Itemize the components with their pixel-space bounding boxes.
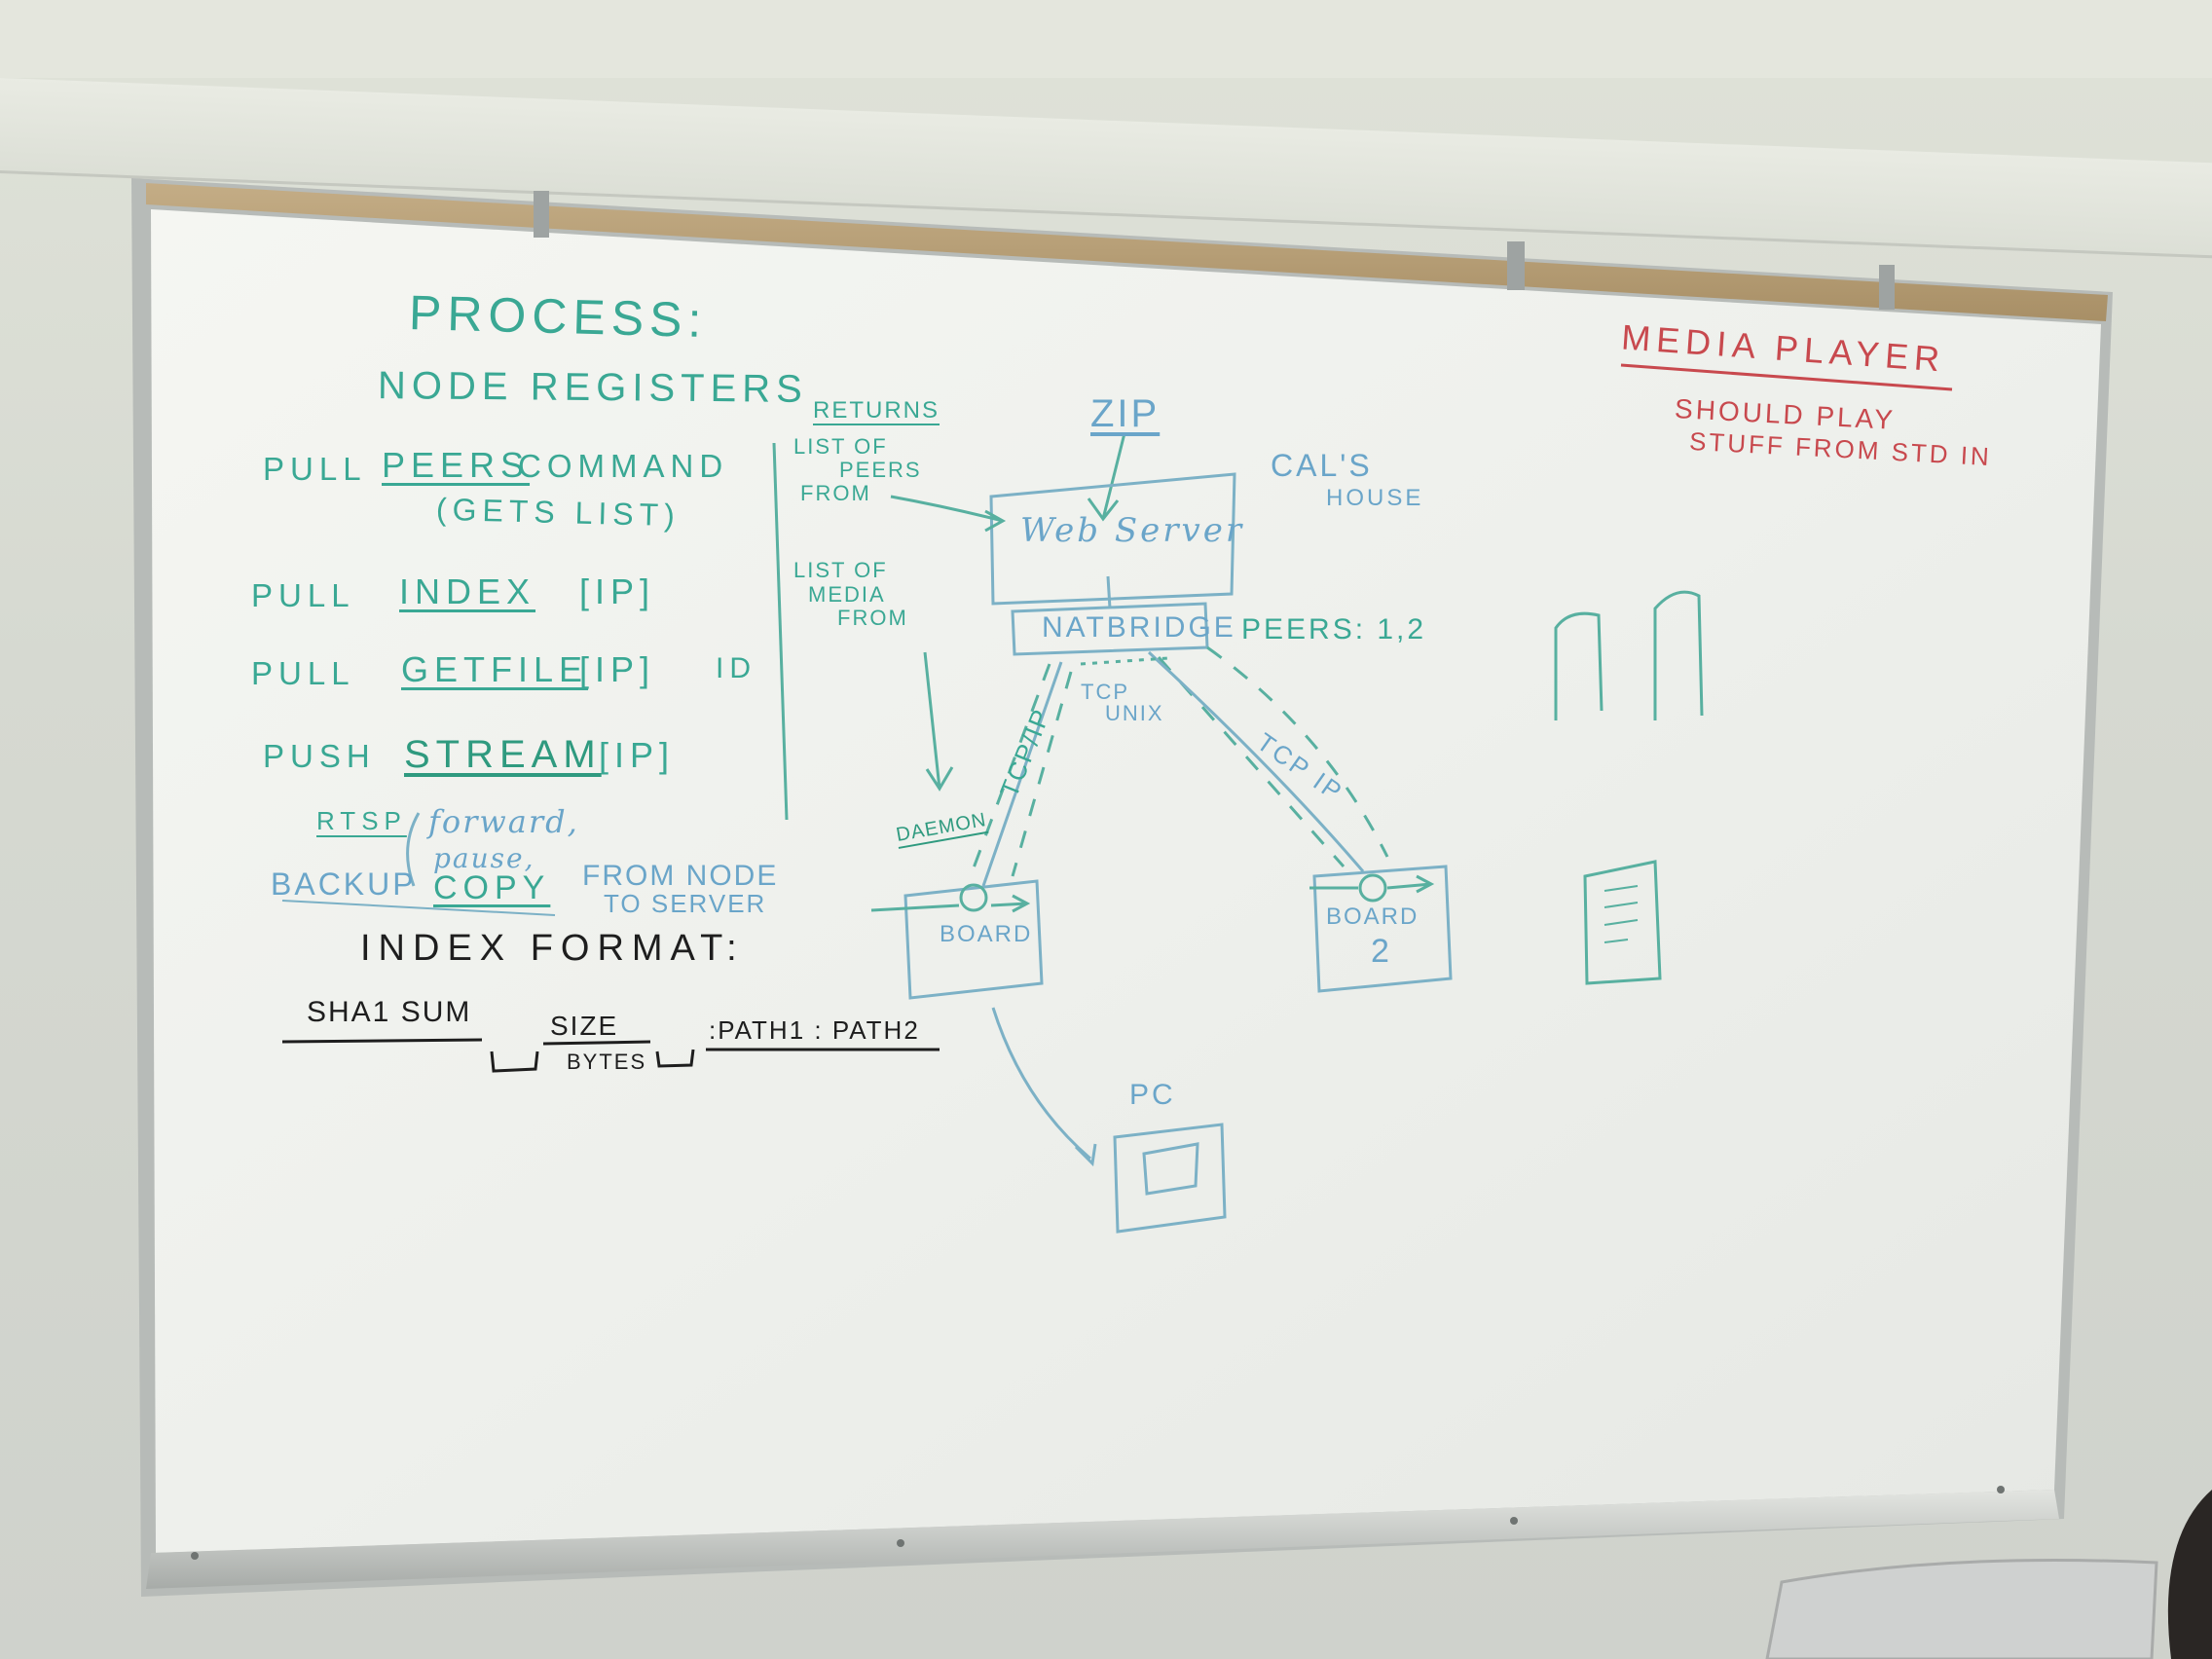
rail-clip xyxy=(1507,241,1525,290)
list-peers-3: FROM xyxy=(800,481,871,505)
list-media-3: FROM xyxy=(837,606,908,630)
forward-label: forward, xyxy=(428,803,579,840)
push-stream-arg: [IP] xyxy=(599,735,676,775)
list-peers-1: LIST OF xyxy=(793,434,888,459)
tray-screw xyxy=(897,1539,904,1547)
board1-box xyxy=(903,879,1044,1000)
space-marker xyxy=(655,1049,695,1068)
door-icon xyxy=(1554,611,1604,720)
chair xyxy=(1765,1559,2158,1659)
pull-index-cmd: INDEX xyxy=(399,571,536,611)
rail-clip xyxy=(1879,265,1895,310)
size-fraction-bar xyxy=(542,1040,651,1046)
natbridge-label: NATBRIDGE xyxy=(1042,611,1236,644)
tray-screw xyxy=(1997,1486,2005,1493)
board2-arrow xyxy=(1309,874,1435,894)
document-icon xyxy=(1583,860,1662,985)
pull-index-arg: [IP] xyxy=(579,571,656,611)
pc-box xyxy=(1113,1123,1227,1234)
media-arrow xyxy=(923,651,954,792)
map-rail xyxy=(146,183,2108,321)
list-peers-2: PEERS xyxy=(839,458,922,482)
peers-arrow xyxy=(890,495,1007,533)
diagram-lines xyxy=(281,432,1704,1234)
rail-clip xyxy=(534,191,549,238)
backup-underline xyxy=(281,900,556,916)
list-media-1: LIST OF xyxy=(793,558,888,582)
document-lines xyxy=(1604,885,1639,943)
pull-getfile-id: ID xyxy=(716,652,756,684)
tray-screw xyxy=(1510,1517,1518,1525)
marker-tray xyxy=(146,1490,2059,1589)
server-link xyxy=(1106,575,1112,609)
list-media-2: MEDIA xyxy=(808,582,886,607)
from-node-label: FROM NODE xyxy=(582,860,779,892)
path-label: :PATH1 : PATH2 xyxy=(709,1015,920,1045)
unix-link xyxy=(1080,656,1169,666)
tcpip-line-left xyxy=(981,661,1063,887)
tcp-unix-2: UNIX xyxy=(1105,701,1164,725)
pull-getfile-verb: PULL xyxy=(251,655,355,691)
pull-peers-tail: COMMAND xyxy=(518,448,729,484)
index-format-lines xyxy=(281,1038,940,1073)
tcpip-dash-left2 xyxy=(1011,671,1073,877)
cals-label-1: CAL'S xyxy=(1271,448,1373,483)
pull-getfile-cmd: GETFILE xyxy=(401,649,589,689)
upper-wall xyxy=(0,0,2212,78)
rtsp-label: RTSP xyxy=(316,806,407,835)
web-server-box xyxy=(989,472,1236,606)
space-marker xyxy=(490,1051,539,1073)
bytes-label: BYTES xyxy=(567,1050,647,1074)
to-server-label: TO SERVER xyxy=(604,889,767,918)
board2-port xyxy=(1358,873,1387,903)
door-icon xyxy=(1653,590,1704,720)
pull-peers-verb: PULL xyxy=(263,451,367,487)
zip-label: ZIP xyxy=(1090,392,1161,435)
pc-label: PC xyxy=(1129,1079,1176,1111)
divider-line xyxy=(772,442,789,821)
board2-box xyxy=(1312,865,1453,993)
tcpip-dash-right2 xyxy=(1206,645,1389,858)
tcp-unix-1: TCP xyxy=(1081,680,1129,704)
process-heading: PROCESS: xyxy=(408,284,709,349)
board2-label-1: BOARD xyxy=(1326,903,1419,930)
cals-label-2: HOUSE xyxy=(1326,485,1424,511)
tcpip-dash-left xyxy=(967,663,1051,882)
dark-object xyxy=(2167,1490,2212,1659)
media-underline xyxy=(1620,363,1953,391)
board1-arrow xyxy=(870,894,1031,913)
pull-index-verb: PULL xyxy=(251,577,355,613)
tray-screw xyxy=(191,1552,199,1560)
pc-screen xyxy=(1142,1142,1199,1196)
copy-label: COPY xyxy=(433,869,551,906)
index-format-heading: INDEX FORMAT: xyxy=(360,928,745,969)
pc-link xyxy=(991,1007,1097,1167)
board2-label-2: 2 xyxy=(1371,933,1391,970)
size-label: SIZE xyxy=(550,1011,619,1041)
pause-label: pause, xyxy=(433,842,535,874)
web-server-label: Web Server xyxy=(1020,511,1245,550)
backup-label: BACKUP xyxy=(271,866,417,902)
pull-peers-note: (GETS LIST) xyxy=(435,491,682,534)
pull-getfile-arg: [IP] xyxy=(579,649,656,689)
push-stream-cmd: STREAM xyxy=(404,733,602,776)
node-registers: NODE REGISTERS xyxy=(377,364,809,411)
board-surface xyxy=(151,209,2101,1553)
sha1-sum-label: SHA1 SUM xyxy=(307,996,472,1028)
board1-port xyxy=(959,883,988,912)
tcpip-line-right xyxy=(1147,650,1365,872)
rtsp-bracket xyxy=(406,812,421,887)
sha1-underline xyxy=(281,1038,483,1044)
push-stream-verb: PUSH xyxy=(263,738,376,774)
pull-peers-cmd: PEERS xyxy=(382,445,531,485)
zip-arrow xyxy=(1087,432,1126,522)
peers-label: PEERS: 1,2 xyxy=(1241,613,1427,645)
board1-label: BOARD xyxy=(940,921,1033,947)
returns-label: RETURNS xyxy=(813,397,940,424)
